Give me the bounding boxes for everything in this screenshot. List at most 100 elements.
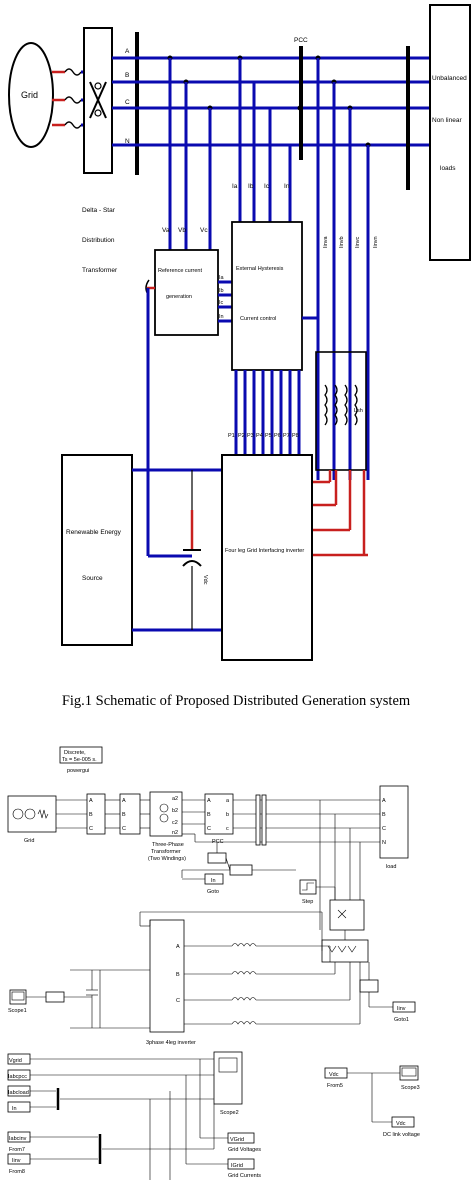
m2-a: A	[122, 798, 126, 804]
powergui-block: Discrete, Ts = 5e-005 s. powergui	[59, 746, 103, 774]
load-b: B	[382, 812, 386, 818]
hys-label-1: External Hysteresis	[236, 266, 284, 272]
tr-label-3: (Two Windings)	[148, 856, 186, 862]
inv-a: A	[176, 944, 180, 950]
scope2-label: Scope2	[220, 1110, 239, 1116]
tr-port-a2: a2	[172, 796, 178, 802]
from5-vdc: Vdc	[329, 1072, 339, 1078]
voltage-sensing-lines: Va Vb Vc	[162, 58, 212, 250]
transformer-caption-3: Transformer	[82, 267, 118, 274]
label-ib: Ib	[248, 183, 254, 190]
sim-scope1: Scope1	[8, 989, 92, 1014]
pulse-p3: P3	[247, 433, 254, 439]
sim-grid-label: Grid	[24, 838, 34, 844]
reference-current-block: Reference current generation Ia Ib Ic In	[154, 249, 232, 336]
load-label-2: Non linear	[432, 117, 462, 124]
phase-label-c: C	[125, 99, 130, 106]
sim-step-block: Step	[299, 879, 336, 905]
m2-b: B	[122, 812, 126, 818]
pcc-c-out: c	[226, 826, 229, 832]
load-label-1: Unbalanced	[432, 75, 467, 82]
grid-source: Grid	[8, 42, 54, 148]
sim-pcc-block: A B C a b c PCC	[204, 793, 234, 845]
from-vgrid: Vgrid	[9, 1058, 22, 1064]
pulse-p5: P5	[265, 433, 272, 439]
ref-label-1: Reference current	[158, 268, 202, 274]
m1-c: C	[89, 826, 93, 832]
sim-goto-block: In Goto	[182, 873, 224, 895]
dclink-vdc: Vdc	[396, 1121, 406, 1127]
label-in: In	[284, 183, 290, 190]
vdc-feedback	[145, 279, 192, 558]
lsh-filter: Lsh	[315, 351, 367, 471]
pcc-a: A	[207, 798, 211, 804]
sim-transformer: a2 b2 c2 n2 Three-Phase Transformer (Two…	[148, 791, 186, 862]
pcc-a-out: a	[226, 798, 230, 804]
transformer-caption-2: Distribution	[82, 237, 115, 244]
label-va: Va	[162, 227, 170, 234]
nonlinear-load: Unbalanced Non linear loads	[429, 4, 471, 261]
label-vc: Vc	[200, 227, 208, 234]
m1-a: A	[89, 798, 93, 804]
out-igrid: IGrid	[231, 1163, 243, 1169]
sim-sum-blocks	[181, 843, 296, 878]
renewable-source: Renewable Energy Source	[61, 454, 133, 646]
phase-labels: A B C N	[125, 48, 130, 145]
main-bus-lines	[137, 56, 430, 147]
pcc-b: B	[207, 812, 211, 818]
figure-caption: Fig.1 Schematic of Proposed Distributed …	[62, 693, 411, 709]
load-a: A	[382, 798, 386, 804]
sim-sum-goto1: Iinv Goto1	[359, 962, 416, 1023]
inv-b: B	[176, 972, 180, 978]
current-sensing-lines: Ia Ib Ic In	[232, 58, 292, 222]
schematic-diagram: Grid A B	[8, 4, 471, 709]
inv-c: C	[176, 998, 180, 1004]
iinvn-label: Iinvn	[373, 236, 379, 248]
tr-port-b2: b2	[172, 808, 178, 814]
tr-port-c2: c2	[172, 820, 178, 826]
scope1-label: Scope1	[8, 1008, 27, 1014]
pcc-b-out: b	[226, 812, 229, 818]
sim-inverter-block: A B C 3phase 4leg inverter	[146, 919, 196, 1046]
sim-measure-1: A B C	[86, 793, 106, 835]
from-iabcload: Iabcload	[8, 1090, 29, 1096]
scope3-label: Scope3	[401, 1085, 420, 1091]
grid-label: Grid	[21, 90, 38, 100]
inverter-label: Four leg Grid Interfacing inverter	[225, 548, 304, 554]
hysteresis-control-block: External Hysteresis Current control	[231, 221, 303, 371]
sim-grid-block: Grid	[7, 795, 57, 844]
load-c: C	[382, 826, 386, 832]
sim-switch-block	[319, 800, 365, 931]
ref-label-2: generation	[166, 294, 192, 300]
renewable-label-2: Source	[82, 575, 103, 582]
from-iabcpcc: Iabcpcc	[8, 1074, 27, 1080]
pulse-p7: P7	[283, 433, 290, 439]
goto1-iinv: Iinv	[397, 1006, 406, 1012]
m1-b: B	[89, 812, 93, 818]
out-vgrid: VGrid	[230, 1137, 244, 1143]
transformer-caption-1: Delta - Star	[82, 207, 116, 214]
sim-inverter-outputs	[139, 911, 361, 1025]
from8-value: Iinv	[12, 1158, 21, 1164]
phase-label-b: B	[125, 72, 129, 79]
transformer-caption: Delta - Star Distribution Transformer	[82, 207, 118, 274]
out-igrid-label: Grid Currents	[228, 1173, 261, 1179]
pulse-p4: P4	[256, 433, 263, 439]
sim-from-blocks: Vgrid Iabcpcc Iabcload In	[7, 1053, 214, 1113]
label-ic: Ic	[264, 183, 270, 190]
sim-dc-section	[70, 969, 150, 1029]
iinvb-label: Iinvb	[339, 236, 345, 248]
pulse-p2: P2	[238, 433, 245, 439]
inverter-output-lines	[312, 470, 368, 557]
goto-in-label: In	[211, 878, 216, 884]
dclink-label: DC link voltage	[383, 1132, 420, 1138]
pulse-p1: P1	[228, 433, 235, 439]
ref-in-in: In	[219, 314, 224, 320]
label-ia: Ia	[232, 183, 238, 190]
ref-in-ic: Ic	[219, 300, 224, 306]
delta-star-transformer	[83, 27, 113, 174]
sim-dc-link-section: Vdc From5 Scope3 Vdc DC link voltage	[324, 1065, 420, 1138]
from8-label: From8	[9, 1169, 25, 1175]
sim-scope2: Scope2	[213, 1051, 243, 1116]
load-label-3: loads	[440, 165, 456, 172]
